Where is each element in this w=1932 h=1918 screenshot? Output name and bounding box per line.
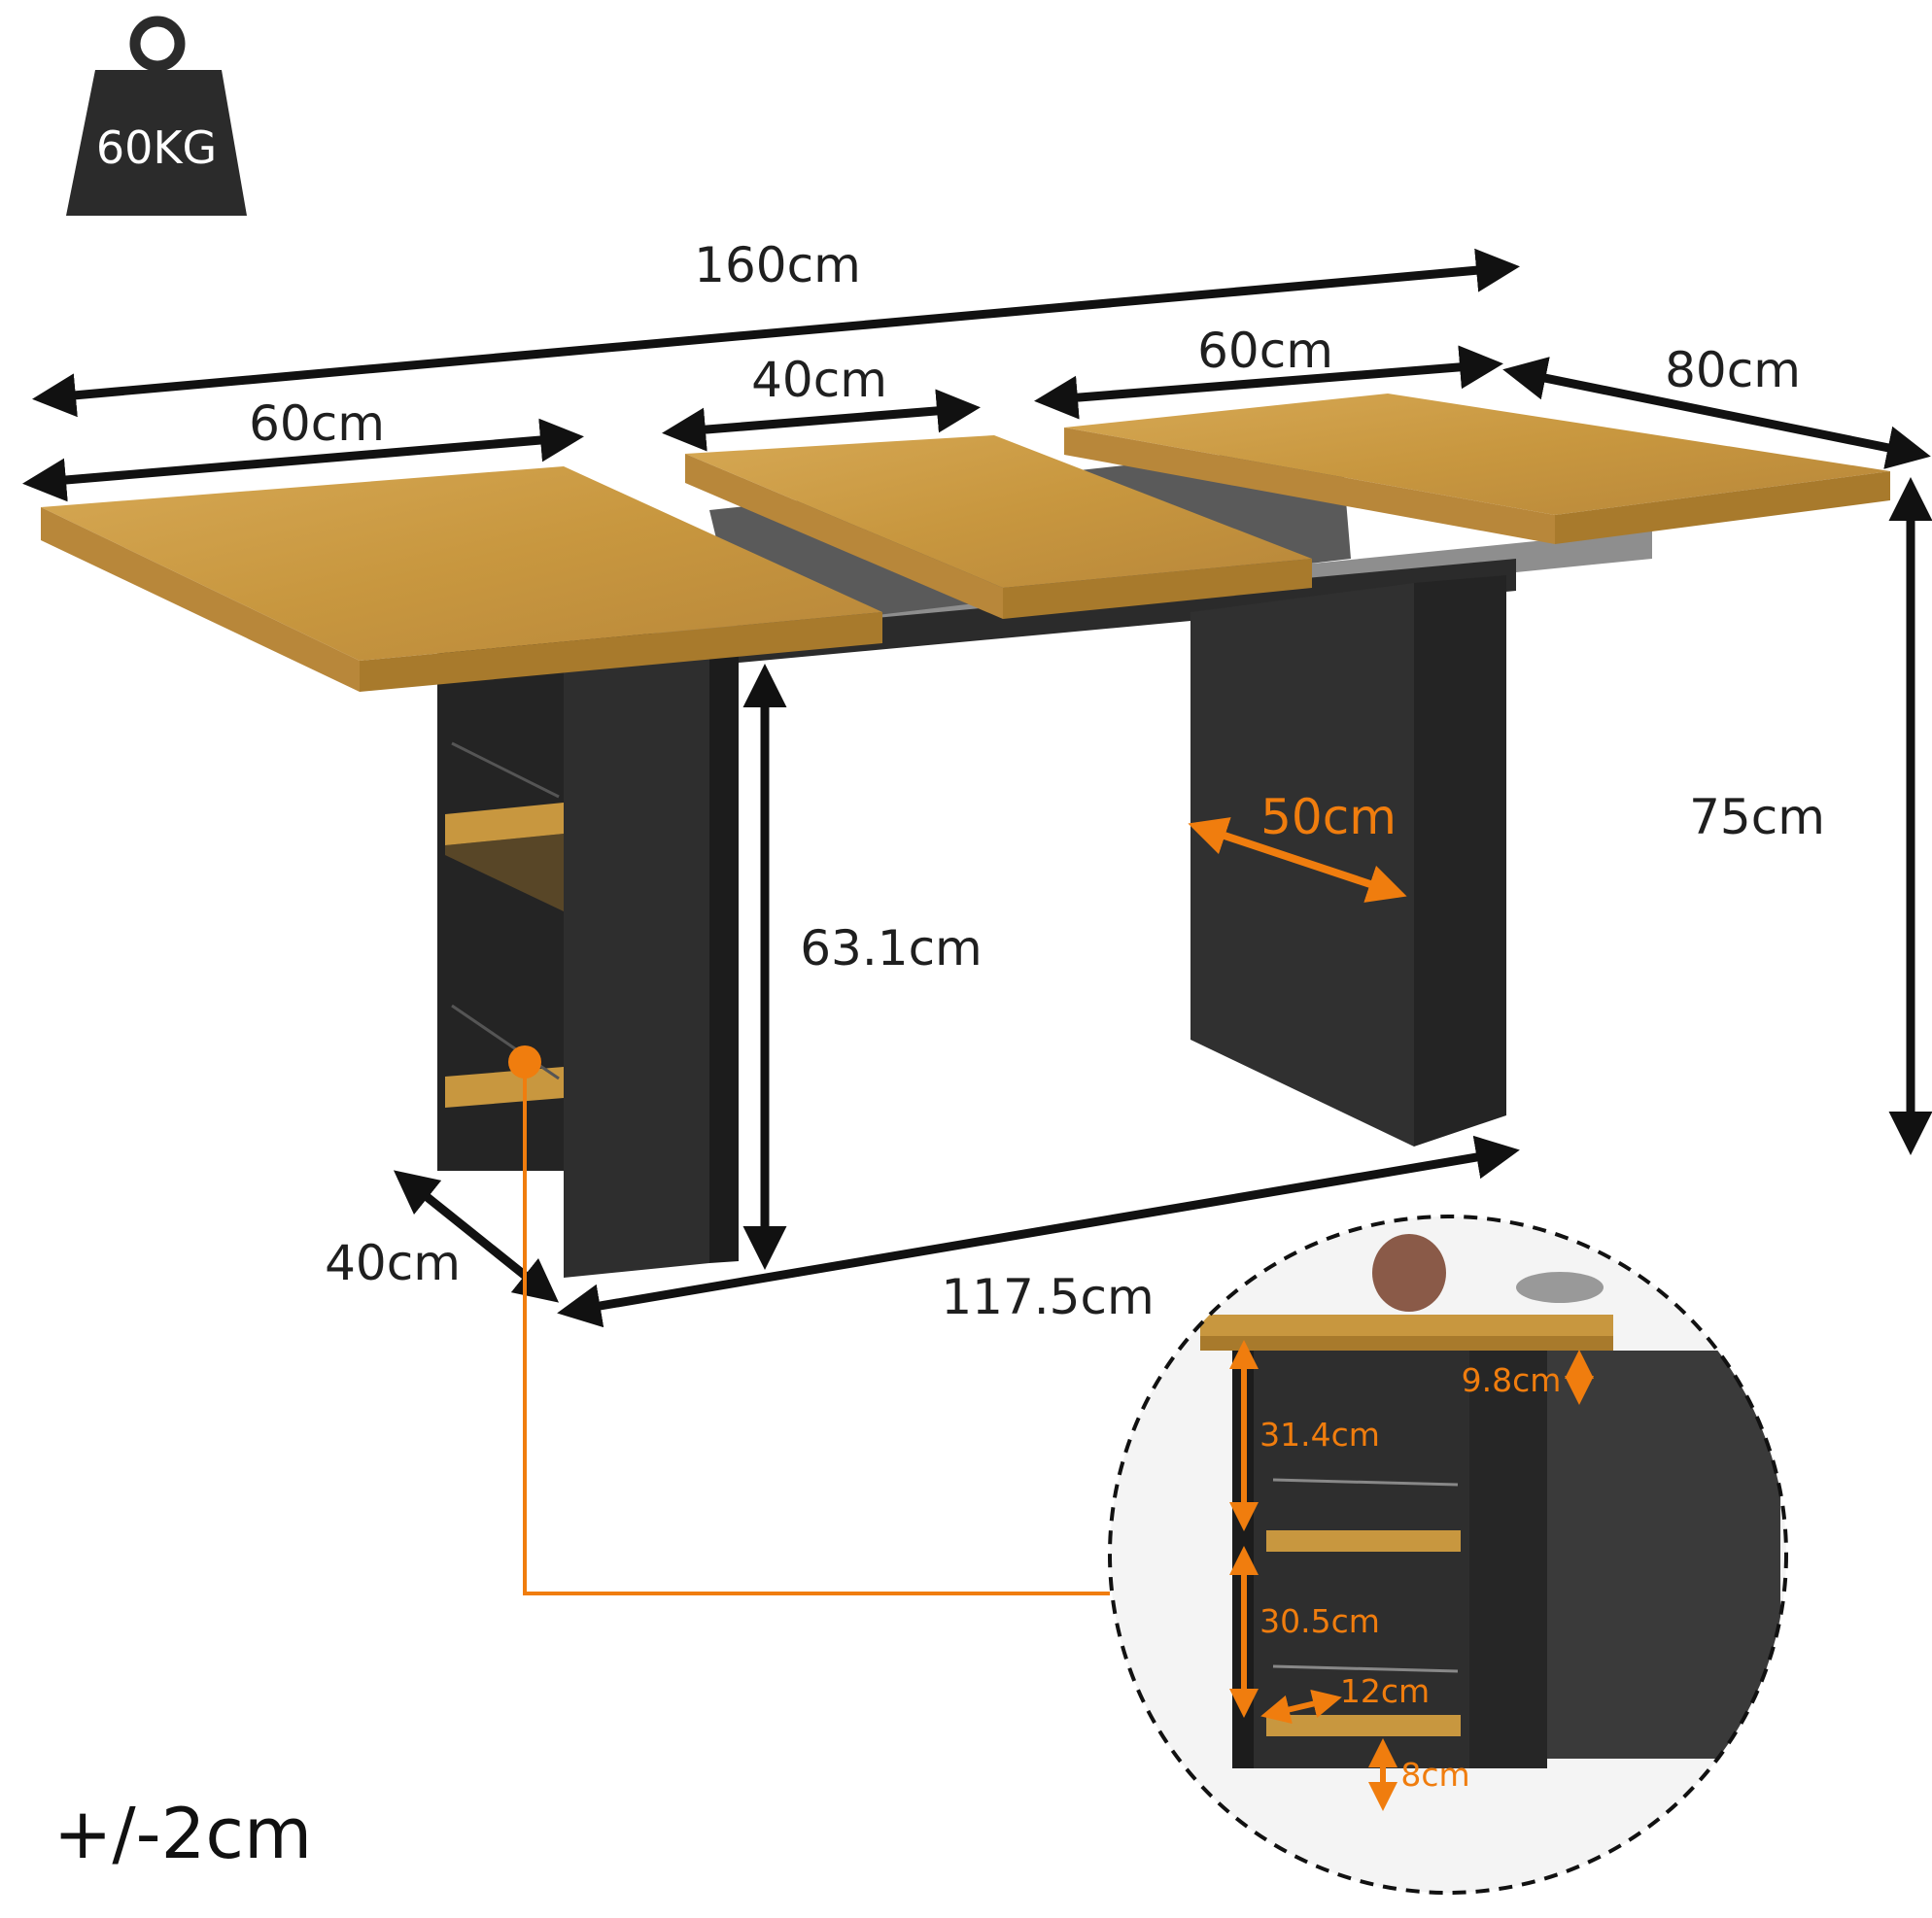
bottom-gap-label: 8cm [1400, 1756, 1469, 1794]
callout-connector [508, 1045, 1110, 1595]
weight-icon: 60KG [66, 16, 247, 216]
table-illustration [41, 394, 1890, 1278]
lower-shelf-label: 30.5cm [1259, 1602, 1380, 1640]
right-leaf-label: 60cm [1197, 323, 1333, 379]
shelf-depth-label: 12cm [1340, 1672, 1430, 1710]
clearance-height-label: 63.1cm [800, 920, 983, 976]
tolerance-label: +/-2cm [53, 1793, 312, 1874]
weight-label: 60KG [96, 121, 217, 174]
base-depth-label: 40cm [325, 1235, 461, 1291]
height-label: 75cm [1689, 789, 1825, 845]
apron-height-label: 9.8cm [1462, 1361, 1562, 1399]
detail-inset: 9.8cm 31.4cm 30.5cm 12cm 8cm [1108, 1215, 1788, 1895]
depth-label: 80cm [1665, 342, 1801, 398]
leg-depth-label: 50cm [1260, 789, 1397, 845]
upper-shelf-label: 31.4cm [1259, 1416, 1380, 1454]
left-leaf-label: 60cm [249, 395, 385, 452]
middle-leaf-label: 40cm [751, 352, 887, 408]
leg-depth-arrow [1188, 817, 1407, 903]
total-length-label: 160cm [694, 237, 861, 293]
dimension-arrows [22, 248, 1932, 1328]
base-length-label: 117.5cm [941, 1269, 1154, 1325]
